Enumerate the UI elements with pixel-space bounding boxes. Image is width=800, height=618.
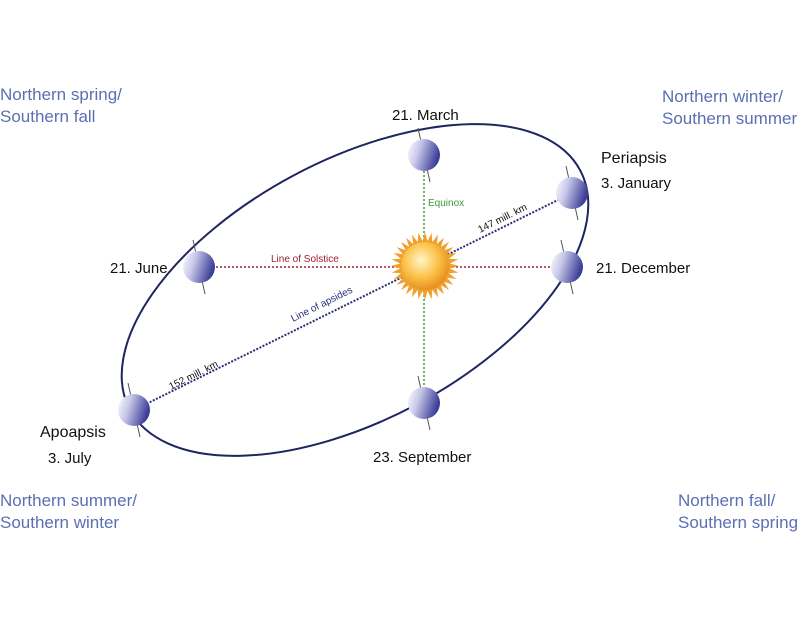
date-june: 21. June — [110, 260, 168, 277]
earth-september — [408, 375, 440, 431]
season-label-nw-2: Southern fall — [0, 107, 95, 126]
apoapsis-date: 3. July — [48, 450, 92, 467]
apoapsis-distance: 152 mill. km — [167, 359, 220, 393]
season-label-ne-1: Northern winter/ — [662, 87, 783, 106]
periapsis-label: Periapsis — [601, 150, 667, 167]
line-of-apsides — [133, 192, 573, 411]
season-label-se-1: Northern fall/ — [678, 491, 776, 510]
season-label-nw-1: Northern spring/ — [0, 85, 122, 104]
earth-periapsis — [556, 165, 588, 221]
sun-icon — [391, 232, 459, 300]
equinox-label: Equinox — [428, 198, 464, 209]
periapsis-date: 3. January — [601, 175, 672, 192]
earth-december — [551, 239, 583, 295]
earth-june — [183, 239, 215, 295]
earth-march — [408, 127, 440, 183]
season-label-sw-2: Southern winter — [0, 513, 119, 532]
date-december: 21. December — [596, 260, 690, 277]
earth-apoapsis — [118, 382, 150, 438]
apoapsis-label: Apoapsis — [40, 424, 106, 441]
season-label-se-2: Southern spring — [678, 513, 798, 532]
date-september: 23. September — [373, 449, 471, 466]
season-label-ne-2: Southern summer — [662, 109, 797, 128]
date-march: 21. March — [392, 107, 459, 124]
solstice-label: Line of Solstice — [271, 254, 339, 265]
orbit-ellipse — [120, 123, 590, 457]
season-label-sw-1: Northern summer/ — [0, 491, 137, 510]
